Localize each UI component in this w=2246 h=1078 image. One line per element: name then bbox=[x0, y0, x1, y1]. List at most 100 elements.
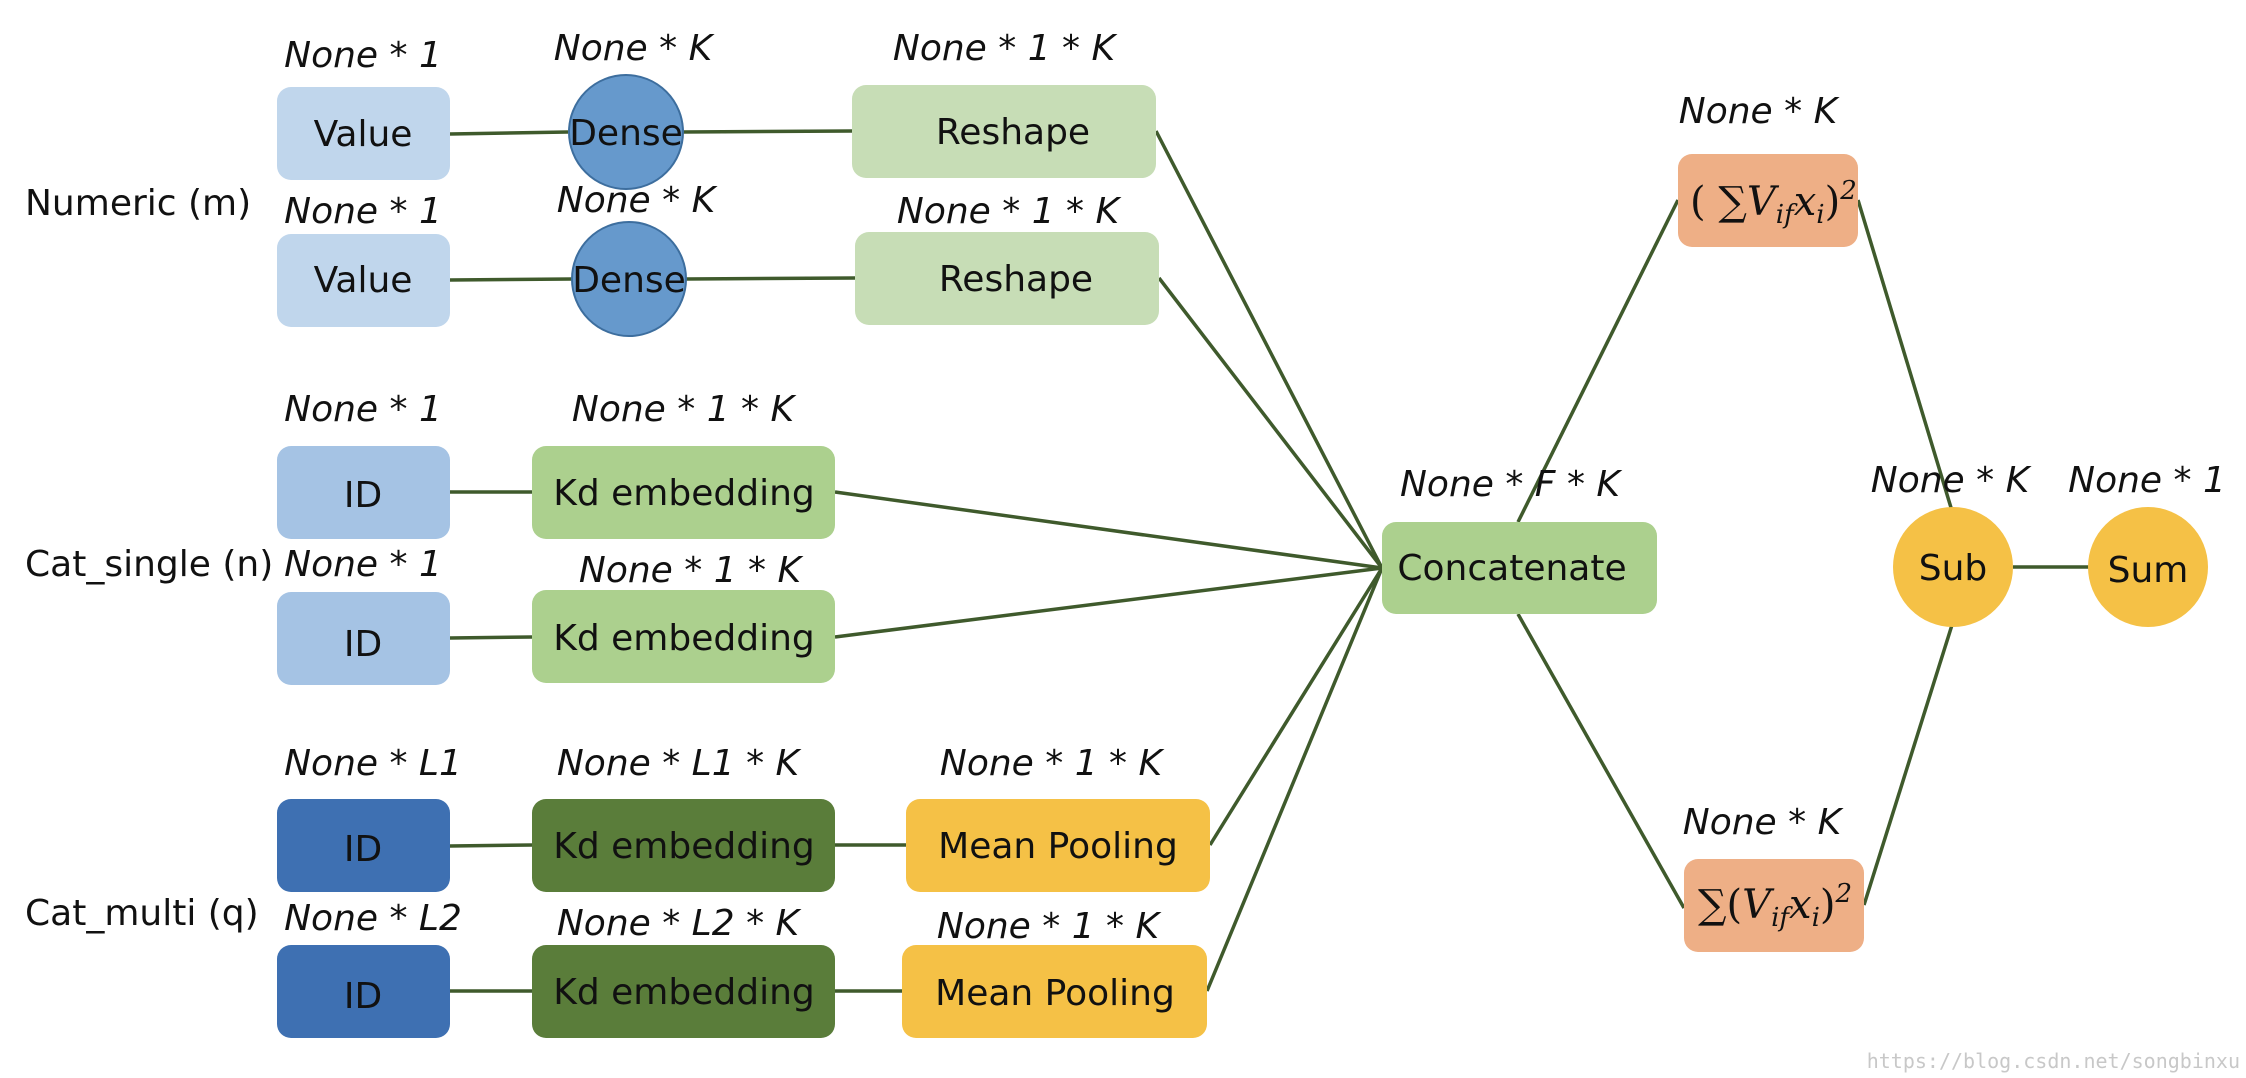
formula-power: 2 bbox=[1839, 176, 1857, 206]
edge-pool2-concat bbox=[1205, 567, 1384, 992]
dim-label: None * 1 * K bbox=[579, 550, 804, 591]
edge-dense2-reshape2 bbox=[685, 276, 856, 281]
dim-label: None * 1 bbox=[2068, 460, 2226, 501]
id-box bbox=[277, 592, 450, 685]
value-box bbox=[277, 234, 450, 327]
kd-embedding-multi-1: Kd embedding bbox=[532, 799, 835, 892]
reshape-box bbox=[855, 232, 1159, 325]
square-of-sum-node: ( ∑Vifxi)2 bbox=[1678, 154, 1858, 247]
id-box bbox=[277, 945, 450, 1038]
edge-dense1-reshape1 bbox=[682, 129, 853, 134]
kd-embedding-multi-2: Kd embedding bbox=[532, 945, 835, 1038]
formula-close: ) bbox=[1825, 179, 1841, 225]
sub-circle bbox=[1893, 507, 2013, 627]
sum-of-square-formula: ∑(Vifxi)2 bbox=[1698, 879, 1852, 933]
id-node-single-2: ID bbox=[277, 592, 450, 685]
dim-label: None * 1 bbox=[284, 35, 442, 76]
dim-label: None * K bbox=[554, 28, 715, 69]
value-box bbox=[277, 87, 450, 180]
sum-of-square-box bbox=[1684, 859, 1864, 952]
id-label: ID bbox=[344, 829, 382, 870]
formula-open: ( ∑ bbox=[1690, 179, 1747, 225]
value-label: Value bbox=[314, 114, 413, 155]
kd-embedding-box bbox=[532, 799, 835, 892]
dense-node-2: Dense bbox=[571, 221, 687, 337]
id-box bbox=[277, 446, 450, 539]
mean-pooling-node-1: Mean Pooling bbox=[906, 799, 1210, 892]
dim-label: None * K bbox=[557, 180, 718, 221]
id-label: ID bbox=[344, 976, 382, 1017]
group-label-cat-multi: Cat_multi (q) bbox=[25, 893, 259, 934]
edge-ids2-kds2 bbox=[449, 635, 533, 640]
edge-kds1-concat bbox=[834, 490, 1383, 570]
dim-label: None * 1 * K bbox=[937, 906, 1162, 947]
dense-circle bbox=[568, 74, 684, 190]
edge-kds2-concat bbox=[834, 566, 1383, 639]
edge-concat-sumsquare bbox=[1516, 613, 1686, 909]
formula-x-sub: i bbox=[1816, 200, 1824, 230]
reshape-label: Reshape bbox=[936, 112, 1090, 153]
dim-label: None * F * K bbox=[1400, 464, 1622, 505]
dim-label: None * K bbox=[1679, 91, 1840, 132]
kd-embedding-single-1: Kd embedding bbox=[532, 446, 835, 539]
square-of-sum-formula: ( ∑Vifxi)2 bbox=[1690, 176, 1857, 230]
dim-label: None * K bbox=[1683, 802, 1844, 843]
sum-label: Sum bbox=[2108, 550, 2189, 591]
sub-label: Sub bbox=[1919, 548, 1988, 589]
formula-x: x bbox=[1789, 882, 1812, 928]
dim-label: None * 1 * K bbox=[897, 191, 1122, 232]
kd-embedding-box bbox=[532, 446, 835, 539]
id-label: ID bbox=[344, 475, 382, 516]
dense-label: Dense bbox=[569, 113, 683, 154]
value-node-2: Value bbox=[277, 234, 450, 327]
edge-value1-dense1 bbox=[449, 130, 569, 136]
mean-pooling-box bbox=[906, 799, 1210, 892]
dim-label: None * 1 bbox=[284, 191, 442, 232]
dim-label: None * L1 * K bbox=[557, 743, 802, 784]
formula-var-sub: if bbox=[1771, 903, 1793, 933]
id-label: ID bbox=[344, 624, 382, 665]
edge-idm1-kdm1 bbox=[449, 843, 533, 848]
watermark-url: https://blog.csdn.net/songbinxu bbox=[1867, 1049, 2240, 1073]
square-of-sum-box bbox=[1678, 154, 1858, 247]
id-node-multi-1: ID bbox=[277, 799, 450, 892]
dim-label: None * 1 * K bbox=[940, 743, 1165, 784]
dim-label: None * 1 * K bbox=[572, 389, 797, 430]
formula-x: x bbox=[1794, 179, 1817, 225]
dim-label: None * 1 * K bbox=[893, 28, 1118, 69]
reshape-box bbox=[852, 85, 1156, 178]
kd-embedding-box bbox=[532, 945, 835, 1038]
concatenate-node: Concatenate bbox=[1382, 522, 1657, 614]
dense-label: Dense bbox=[572, 260, 686, 301]
dense-circle bbox=[571, 221, 687, 337]
concatenate-label: Concatenate bbox=[1397, 548, 1626, 589]
dense-node-1: Dense bbox=[568, 74, 684, 190]
sum-circle bbox=[2088, 507, 2208, 627]
edge-squaresum-sub bbox=[1856, 199, 1954, 512]
dim-label: None * L2 bbox=[284, 898, 462, 939]
dim-label: None * 1 bbox=[284, 389, 442, 430]
sub-node: Sub bbox=[1893, 507, 2013, 627]
mean-pooling-node-2: Mean Pooling bbox=[902, 945, 1207, 1038]
value-label: Value bbox=[314, 260, 413, 301]
edge-reshape2-concat bbox=[1157, 276, 1384, 570]
dim-label: None * 1 bbox=[284, 544, 442, 585]
edge-value2-dense2 bbox=[449, 277, 573, 282]
mean-pooling-box bbox=[902, 945, 1207, 1038]
edges bbox=[449, 129, 2090, 993]
mean-pooling-label: Mean Pooling bbox=[935, 973, 1175, 1014]
mean-pooling-label: Mean Pooling bbox=[938, 826, 1178, 867]
dim-label: None * K bbox=[1871, 460, 2032, 501]
kd-embedding-label: Kd embedding bbox=[553, 826, 815, 867]
id-box bbox=[277, 799, 450, 892]
group-label-cat-single: Cat_single (n) bbox=[25, 544, 273, 585]
group-label-numeric: Numeric (m) bbox=[25, 183, 251, 224]
kd-embedding-label: Kd embedding bbox=[553, 473, 815, 514]
formula-power: 2 bbox=[1835, 879, 1853, 909]
kd-embedding-single-2: Kd embedding bbox=[532, 590, 835, 683]
dim-label: None * L2 * K bbox=[557, 903, 802, 944]
kd-embedding-label: Kd embedding bbox=[553, 972, 815, 1013]
reshape-label: Reshape bbox=[939, 259, 1093, 300]
concatenate-box bbox=[1382, 522, 1657, 614]
